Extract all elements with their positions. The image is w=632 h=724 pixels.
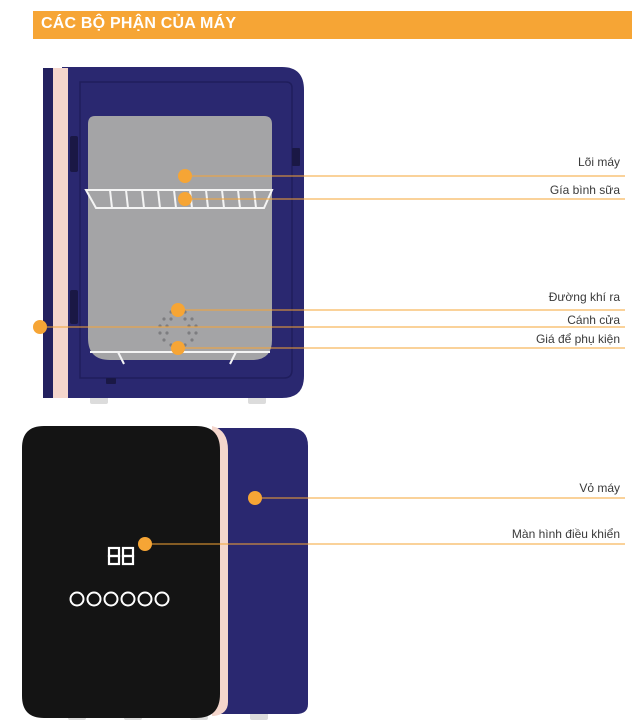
callout-dot-duong-khi-ra	[171, 303, 185, 317]
control-button[interactable]	[120, 591, 136, 607]
callout-dot-canh-cua	[33, 320, 47, 334]
machine-front-view	[22, 426, 308, 720]
callout-dot-man-hinh	[138, 537, 152, 551]
control-button[interactable]	[69, 591, 85, 607]
control-button[interactable]	[137, 591, 153, 607]
front-panel	[22, 426, 220, 718]
inner-frame	[79, 81, 293, 379]
door-trim	[53, 68, 68, 398]
control-buttons	[69, 591, 170, 607]
callout-label-vo-may: Vỏ máy	[579, 481, 620, 495]
callout-dot-vo-may	[248, 491, 262, 505]
machine-open-view	[43, 67, 304, 404]
digit-display	[107, 546, 135, 566]
callout-label-gia-binh-sua: Gía bình sữa	[549, 183, 620, 197]
callout-dot-gia-binh-sua	[178, 192, 192, 206]
hinge	[70, 136, 78, 172]
callout-label-loi-may: Lõi máy	[577, 155, 620, 169]
callout-label-duong-khi-ra: Đường khí ra	[548, 290, 620, 304]
body-button	[106, 378, 116, 384]
chamber	[88, 116, 272, 360]
section-header: CÁC BỘ PHẬN CỦA MÁY	[33, 11, 632, 39]
callout-label-gia-de-phu-kien: Giá để phụ kiện	[535, 332, 620, 346]
door-side	[43, 68, 55, 398]
callout-label-canh-cua: Cánh cửa	[567, 313, 620, 327]
callout-dots	[33, 169, 262, 551]
latch	[292, 148, 300, 166]
control-button[interactable]	[103, 591, 119, 607]
callout-lines	[40, 175, 625, 545]
machine-shell	[212, 428, 308, 714]
callout-dot-loi-may	[178, 169, 192, 183]
hinge	[70, 290, 78, 324]
section-title: CÁC BỘ PHẬN CỦA MÁY	[41, 15, 237, 32]
callout-dot-gia-de-phu-kien	[171, 341, 185, 355]
callout-label-man-hinh-dieu-khien: Màn hình điều khiển	[511, 527, 620, 541]
control-button[interactable]	[86, 591, 102, 607]
control-button[interactable]	[154, 591, 170, 607]
